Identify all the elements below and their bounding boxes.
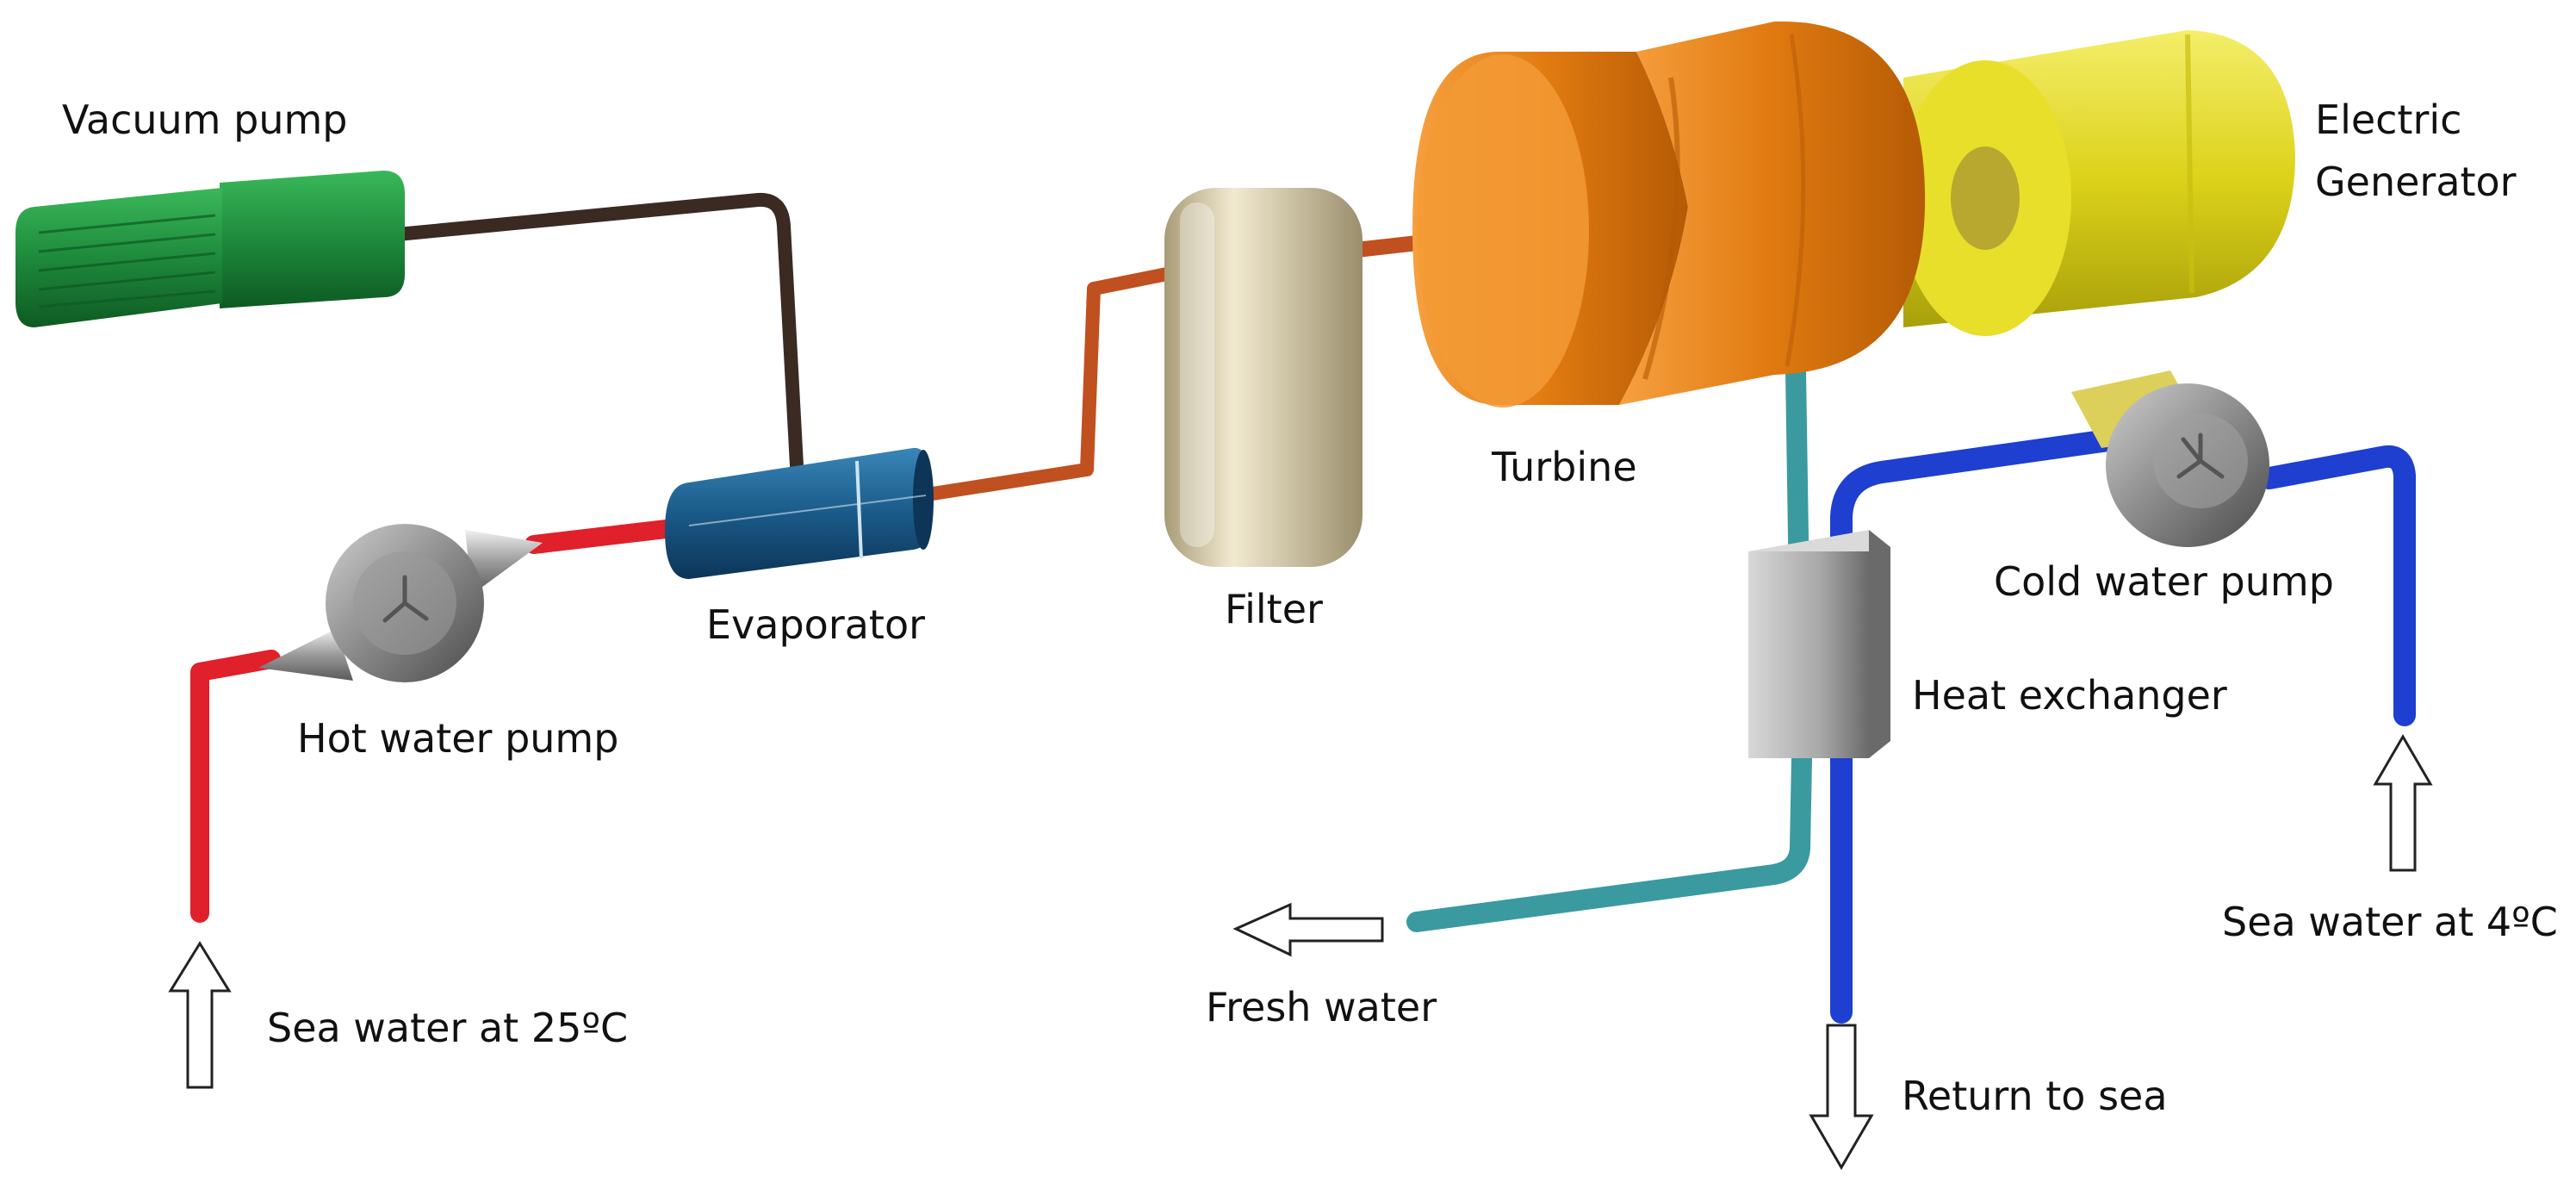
vacuum-pump: [16, 171, 405, 327]
evaporator-label: Evaporator: [706, 601, 926, 648]
fresh-water-label: Fresh water: [1206, 984, 1437, 1030]
electric-generator: [1899, 30, 2295, 336]
fresh-water-pipe: [1406, 360, 1812, 932]
sea-water-hot-inflow-arrow: [168, 941, 232, 1089]
sea-water-hot-label: Sea water at 25ºC: [267, 1005, 629, 1051]
vacuum-line: [391, 192, 804, 472]
cold-water-pump: [2071, 370, 2269, 547]
fresh-water-outflow-arrow: [1232, 902, 1384, 957]
hot-water-pump-label: Hot water pump: [297, 715, 619, 762]
electric-generator-label-line1: Electric: [2315, 96, 2462, 143]
vapor-pipe: [915, 265, 1187, 502]
cold-water-pipe-intake: [2258, 445, 2416, 726]
turbine-label: Turbine: [1492, 444, 1637, 490]
electric-generator-label-line2: Generator: [2315, 159, 2517, 205]
sea-water-cold-label: Sea water at 4ºC: [2222, 899, 2558, 945]
hot-water-pipe-to-evaporator: [525, 518, 690, 554]
turbine: [1412, 21, 1926, 408]
filter: [1164, 188, 1362, 567]
evaporator: [665, 447, 934, 579]
return-to-sea-arrow: [1809, 1024, 1874, 1170]
filter-label: Filter: [1225, 586, 1323, 632]
cold-water-pipe-return: [1830, 428, 2126, 1024]
sea-water-cold-inflow-arrow: [2373, 734, 2433, 872]
cold-water-pump-label: Cold water pump: [1994, 558, 2334, 605]
vacuum-pump-label: Vacuum pump: [62, 96, 348, 143]
hot-water-pipe: [190, 650, 281, 923]
heat-exchanger: [1748, 530, 1890, 758]
hot-water-pump: [258, 524, 543, 682]
heat-exchanger-label: Heat exchanger: [1912, 672, 2227, 719]
return-to-sea-label: Return to sea: [1902, 1073, 2168, 1119]
